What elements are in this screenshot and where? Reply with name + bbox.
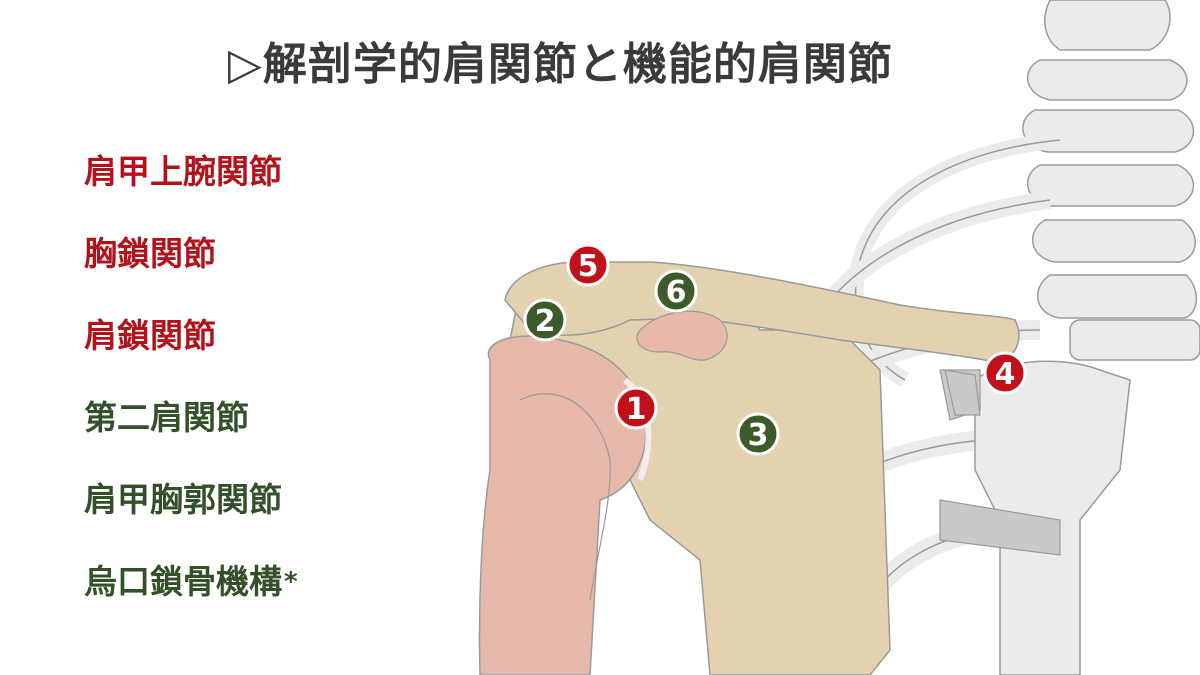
joint-item-coracoclavicular: 烏口鎖骨機構* [84,562,298,602]
joint-label: 肩甲上腕関節 [84,152,282,191]
joint-label: 胸鎖関節 [84,234,216,273]
asterisk-mark: * [284,567,298,597]
joint-label: 烏口鎖骨機構 [84,562,282,601]
page-title: ▷解剖学的肩関節と機能的肩関節 [228,28,893,92]
joint-list: 肩甲上腕関節 胸鎖関節 肩鎖関節 第二肩関節 肩甲胸郭関節 烏口鎖骨機構* [84,152,298,644]
joint-label: 第二肩関節 [84,398,249,437]
joint-label: 肩鎖関節 [84,316,216,355]
marker-number: 4 [995,357,1016,392]
humerus [479,336,645,675]
joint-item-glenohumeral: 肩甲上腕関節 [84,152,298,192]
marker-number: 1 [626,392,647,427]
joint-item-scapulothoracic: 肩甲胸郭関節 [84,480,298,520]
marker-number: 5 [578,249,599,284]
joint-item-acromioclavicular: 肩鎖関節 [84,316,298,356]
marker-number: 3 [748,418,769,453]
joint-item-sternoclavicular: 胸鎖関節 [84,234,298,274]
marker-4: 4 [985,353,1025,393]
joint-label: 肩甲胸郭関節 [84,480,282,519]
marker-number: 2 [535,304,556,339]
marker-5: 5 [568,245,608,285]
marker-number: 6 [666,275,687,310]
marker-3: 3 [738,414,778,454]
marker-6: 6 [656,271,696,311]
joint-item-subacromial: 第二肩関節 [84,398,298,438]
marker-1: 1 [616,388,656,428]
spine [1023,0,1200,360]
marker-2: 2 [525,300,565,340]
